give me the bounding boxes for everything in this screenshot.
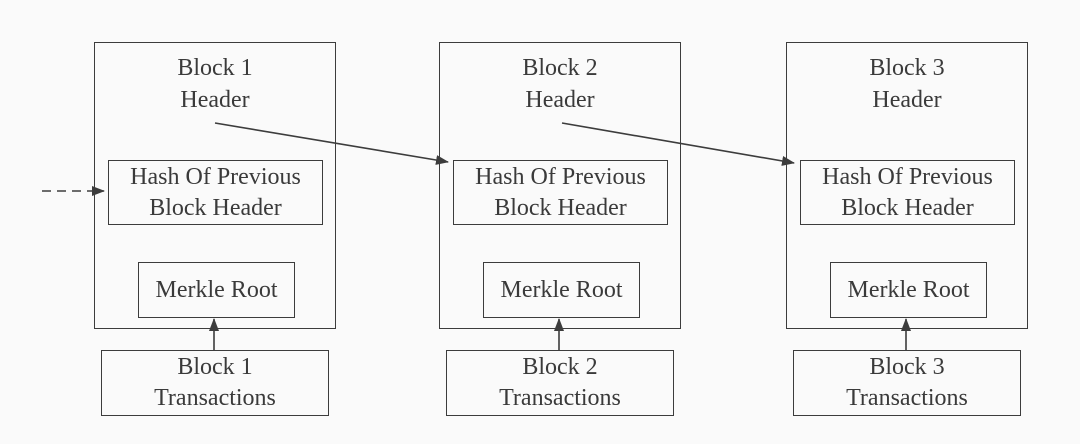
block-2-header-title: Block 2 Header	[440, 52, 680, 116]
block-3-merkle-root-box: Merkle Root	[830, 262, 987, 318]
block-1-merkle-root-box: Merkle Root	[138, 262, 295, 318]
block-2-merkle-label: Merkle Root	[500, 276, 623, 303]
block-3-transactions-box: Block 3 Transactions	[793, 350, 1021, 416]
block-3-transactions-line1: Block 3	[869, 354, 945, 380]
block-2-column: Block 2 Header Hash Of Previous Block He…	[439, 42, 681, 418]
block-1-merkle-label: Merkle Root	[155, 276, 278, 303]
block-1-hash-line2: Block Header	[149, 194, 282, 221]
block-3-header-line2: Header	[872, 87, 942, 113]
block-2-transactions-box: Block 2 Transactions	[446, 350, 674, 416]
block-2-transactions-line1: Block 2	[522, 354, 598, 380]
block-2-merkle-root-box: Merkle Root	[483, 262, 640, 318]
block-1-header-line2: Header	[180, 87, 250, 113]
block-3-merkle-label: Merkle Root	[847, 276, 970, 303]
block-2-hash-line2: Block Header	[494, 194, 627, 221]
block-3-transactions-line2: Transactions	[846, 385, 968, 411]
block-1-hash-of-previous-box: Hash Of Previous Block Header	[108, 160, 323, 225]
block-3-hash-line1: Hash Of Previous	[822, 163, 993, 190]
block-3-header-box: Block 3 Header Hash Of Previous Block He…	[786, 42, 1028, 329]
block-1-transactions-line1: Block 1	[177, 354, 253, 380]
block-3-hash-of-previous-box: Hash Of Previous Block Header	[800, 160, 1015, 225]
block-1-header-box: Block 1 Header Hash Of Previous Block He…	[94, 42, 336, 329]
block-1-hash-line1: Hash Of Previous	[130, 163, 301, 190]
block-2-header-line1: Block 2	[522, 55, 598, 81]
block-1-header-title: Block 1 Header	[95, 52, 335, 116]
block-1-header-line1: Block 1	[177, 55, 253, 81]
block-3-column: Block 3 Header Hash Of Previous Block He…	[786, 42, 1028, 418]
block-1-transactions-line2: Transactions	[154, 385, 276, 411]
block-1-column: Block 1 Header Hash Of Previous Block He…	[94, 42, 336, 418]
block-2-hash-of-previous-box: Hash Of Previous Block Header	[453, 160, 668, 225]
block-2-hash-line1: Hash Of Previous	[475, 163, 646, 190]
block-1-transactions-box: Block 1 Transactions	[101, 350, 329, 416]
block-2-header-box: Block 2 Header Hash Of Previous Block He…	[439, 42, 681, 329]
block-3-hash-line2: Block Header	[841, 194, 974, 221]
block-2-transactions-line2: Transactions	[499, 385, 621, 411]
block-3-header-title: Block 3 Header	[787, 52, 1027, 116]
block-2-header-line2: Header	[525, 87, 595, 113]
block-3-header-line1: Block 3	[869, 55, 945, 81]
